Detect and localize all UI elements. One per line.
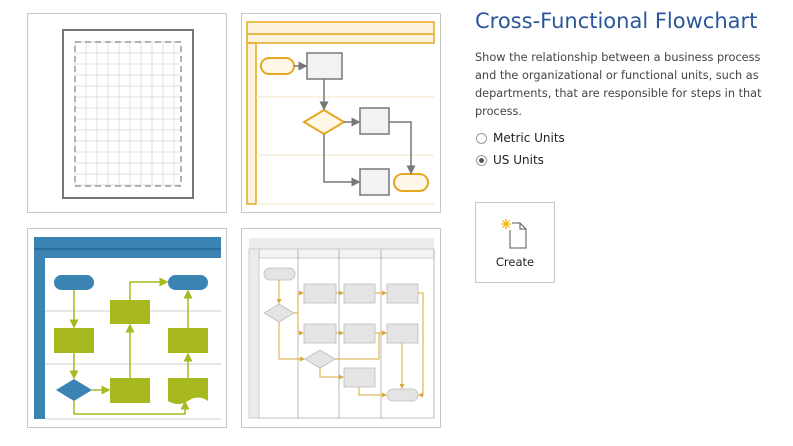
radio-unchecked-icon[interactable] — [476, 132, 487, 144]
new-document-icon — [501, 219, 527, 249]
gold-flowchart-preview — [246, 21, 435, 205]
blue-green-flowchart-preview — [34, 237, 221, 420]
radio-checked-icon[interactable] — [476, 154, 487, 166]
cross-functional-gold-thumbnail[interactable] — [241, 13, 441, 213]
create-button[interactable]: Create — [475, 202, 555, 283]
metric-units-label: Metric Units — [493, 131, 565, 145]
cross-functional-gray-thumbnail[interactable] — [241, 228, 441, 428]
gray-flowchart-preview — [248, 238, 435, 419]
template-title: Cross-Functional Flowchart — [475, 9, 758, 33]
blank-page-preview — [62, 29, 194, 199]
create-label: Create — [495, 255, 535, 269]
blank-page-thumbnail[interactable] — [27, 13, 227, 213]
us-units-label: US Units — [493, 153, 544, 167]
us-units-radio[interactable]: US Units — [476, 153, 544, 167]
template-description: Show the relationship between a business… — [475, 51, 762, 118]
metric-units-radio[interactable]: Metric Units — [476, 131, 565, 145]
cross-functional-blue-green-thumbnail[interactable] — [27, 228, 227, 428]
